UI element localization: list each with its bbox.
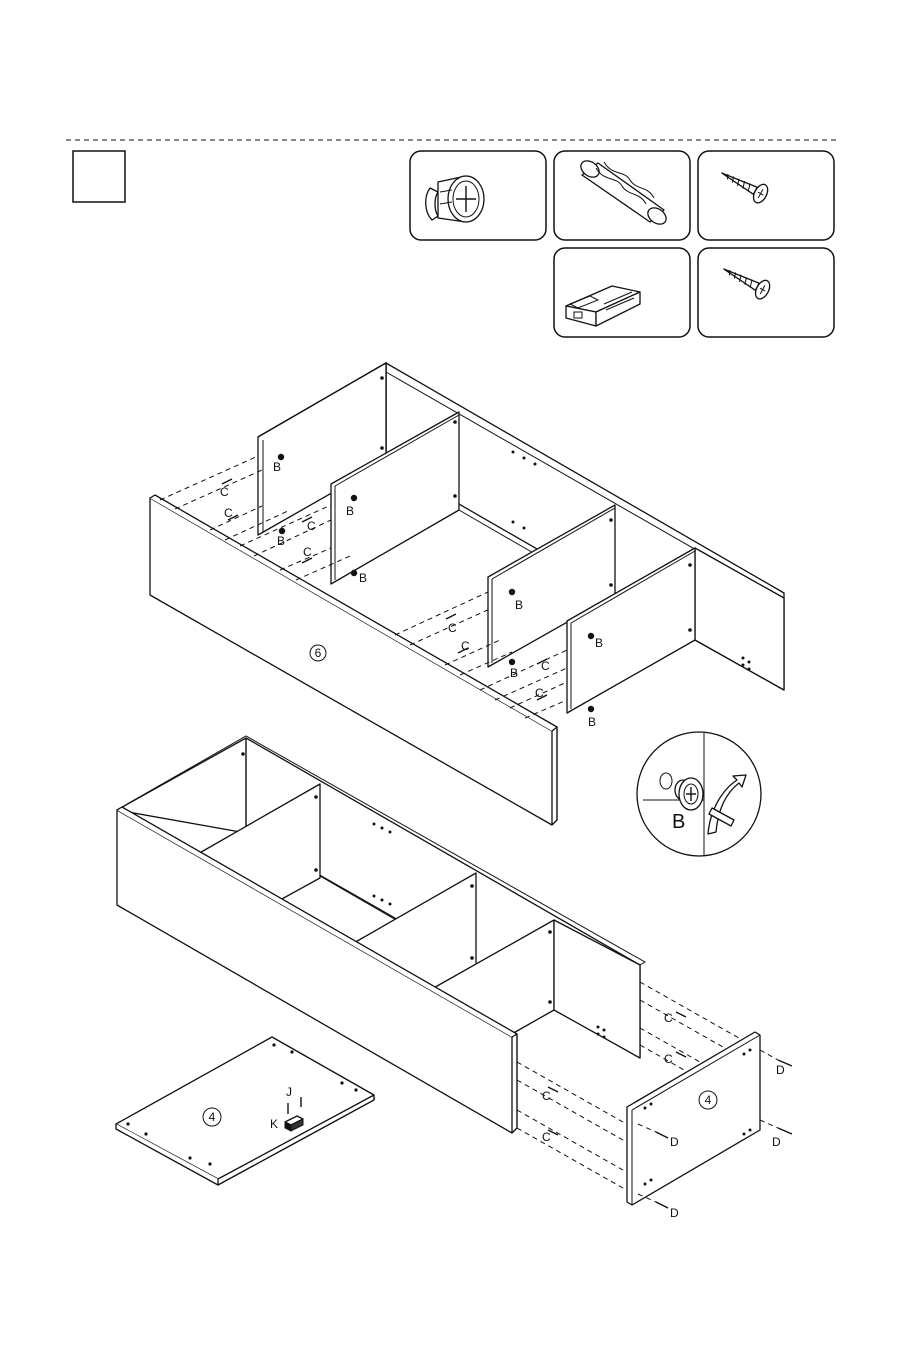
hardware-box-magnetic-catch: [554, 248, 690, 337]
part-number-6: 6: [315, 646, 322, 660]
label-b: B: [346, 504, 354, 518]
hardware-box-wood-dowel: [554, 151, 690, 240]
label-c: C: [541, 659, 550, 673]
part-number-4-loose: 4: [209, 1110, 216, 1124]
label-c: C: [303, 545, 312, 559]
label-c: C: [542, 1130, 551, 1144]
label-d: D: [670, 1135, 679, 1149]
label-c: C: [664, 1052, 673, 1066]
label-c: C: [448, 621, 457, 635]
label-b: B: [595, 636, 603, 650]
label-b: B: [510, 666, 518, 680]
label-b: B: [359, 571, 367, 585]
label-j: J: [286, 1085, 292, 1099]
hardware-box-screw-b: [698, 248, 834, 337]
label-c: C: [542, 1089, 551, 1103]
label-b: B: [515, 598, 523, 612]
label-c: C: [535, 686, 544, 700]
cam-lock-detail: B: [637, 732, 761, 856]
label-c: C: [220, 485, 229, 499]
label-b: B: [273, 460, 281, 474]
loose-panel-4: 4 J K: [116, 1037, 374, 1185]
label-k: K: [270, 1117, 278, 1131]
label-b: B: [588, 715, 596, 729]
hardware-box-cam-lock: [410, 151, 546, 240]
label-d: D: [670, 1206, 679, 1220]
panel-4-side: [627, 1032, 760, 1205]
step-number-box: [73, 151, 125, 202]
label-c: C: [307, 519, 316, 533]
hardware-box-screw-a: [698, 151, 834, 240]
label-d: D: [772, 1135, 781, 1149]
detail-label-b: B: [672, 811, 685, 833]
label-c: C: [224, 506, 233, 520]
label-c: C: [461, 639, 470, 653]
part-number-4: 4: [705, 1093, 712, 1107]
label-d: D: [776, 1063, 785, 1077]
label-c: C: [664, 1011, 673, 1025]
label-b: B: [277, 534, 285, 548]
